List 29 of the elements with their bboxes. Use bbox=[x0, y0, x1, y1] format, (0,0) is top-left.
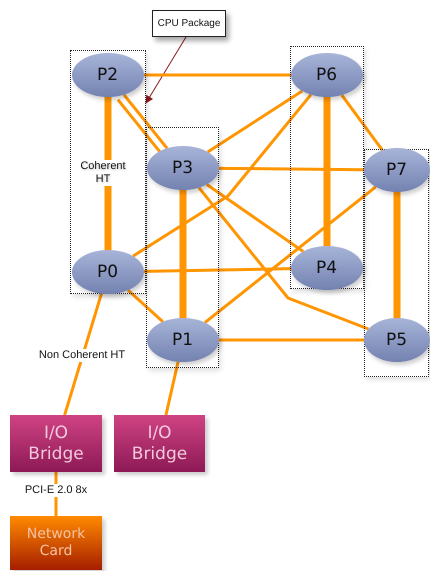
package-outline bbox=[290, 46, 364, 289]
link-line bbox=[206, 183, 304, 253]
card-box: Network Card bbox=[10, 516, 102, 570]
link-line bbox=[164, 361, 180, 416]
processor-node: P0 bbox=[72, 250, 144, 294]
link-line bbox=[206, 90, 304, 154]
bridge-box: I/O Bridge bbox=[114, 415, 205, 472]
processor-node: P6 bbox=[290, 52, 362, 96]
link-line bbox=[219, 338, 364, 342]
package-outline bbox=[146, 127, 219, 368]
link-line bbox=[127, 289, 164, 323]
processor-node: P4 bbox=[290, 246, 362, 290]
processor-node: P7 bbox=[364, 148, 430, 192]
bridge-box: I/O Bridge bbox=[10, 415, 102, 472]
processor-node: P5 bbox=[364, 318, 430, 362]
link-line bbox=[340, 94, 384, 152]
link-line bbox=[122, 94, 168, 150]
callout-arrow bbox=[146, 36, 186, 104]
link-line bbox=[63, 293, 103, 416]
link-line bbox=[132, 94, 312, 258]
link-line bbox=[116, 98, 162, 154]
processor-node: P1 bbox=[146, 318, 218, 362]
processor-node: P3 bbox=[146, 146, 218, 190]
processor-node: P2 bbox=[72, 52, 144, 96]
link-line bbox=[218, 166, 364, 172]
link-line bbox=[144, 74, 291, 76]
link-line bbox=[144, 267, 292, 273]
callout-box: CPU Package bbox=[152, 10, 226, 37]
package-outline bbox=[364, 149, 429, 377]
